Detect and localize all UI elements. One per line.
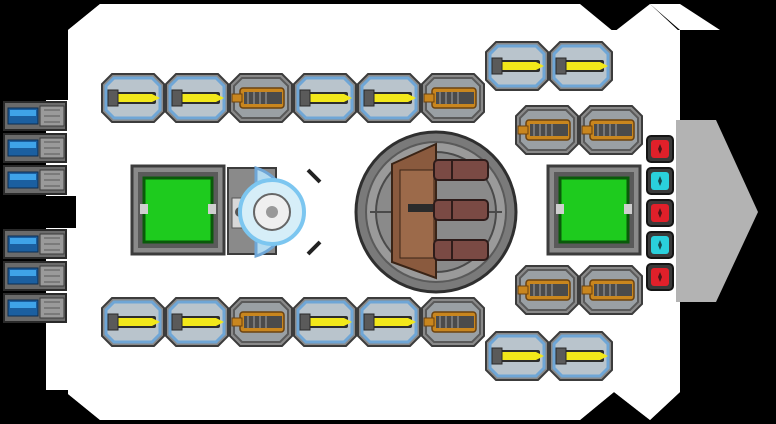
cannon-turret[interactable]	[229, 73, 293, 123]
shield-generator[interactable]	[227, 165, 322, 259]
signal-light-column	[646, 135, 674, 291]
laser-turret[interactable]	[292, 296, 358, 348]
signal-light-red[interactable]	[646, 263, 674, 291]
power-core-right[interactable]	[546, 164, 642, 256]
laser-turret[interactable]	[100, 296, 166, 348]
cannon-turret[interactable]	[421, 297, 485, 347]
thruster[interactable]	[3, 165, 67, 195]
thruster[interactable]	[3, 229, 67, 259]
laser-turret[interactable]	[484, 330, 550, 382]
laser-turret[interactable]	[356, 72, 422, 124]
hull-nose	[676, 120, 758, 302]
cannon-turret[interactable]	[515, 265, 579, 315]
signal-light-cyan[interactable]	[646, 231, 674, 259]
thruster[interactable]	[3, 261, 67, 291]
thruster[interactable]	[3, 101, 67, 131]
laser-turret[interactable]	[484, 40, 550, 92]
thruster[interactable]	[3, 293, 67, 323]
power-core-left[interactable]	[130, 164, 226, 256]
signal-light-red[interactable]	[646, 199, 674, 227]
laser-turret[interactable]	[164, 296, 230, 348]
main-reactor[interactable]	[354, 130, 518, 294]
thruster-group-top	[3, 101, 67, 195]
thruster-group-bottom	[3, 229, 67, 323]
cannon-turret[interactable]	[579, 105, 643, 155]
laser-turret[interactable]	[100, 72, 166, 124]
laser-turret[interactable]	[164, 72, 230, 124]
laser-turret[interactable]	[548, 40, 614, 92]
thruster[interactable]	[3, 133, 67, 163]
cannon-turret[interactable]	[515, 105, 579, 155]
signal-light-red[interactable]	[646, 135, 674, 163]
cannon-turret[interactable]	[579, 265, 643, 315]
laser-turret[interactable]	[548, 330, 614, 382]
cannon-turret[interactable]	[421, 73, 485, 123]
laser-turret[interactable]	[356, 296, 422, 348]
cannon-turret[interactable]	[229, 297, 293, 347]
laser-turret[interactable]	[292, 72, 358, 124]
signal-light-cyan[interactable]	[646, 167, 674, 195]
